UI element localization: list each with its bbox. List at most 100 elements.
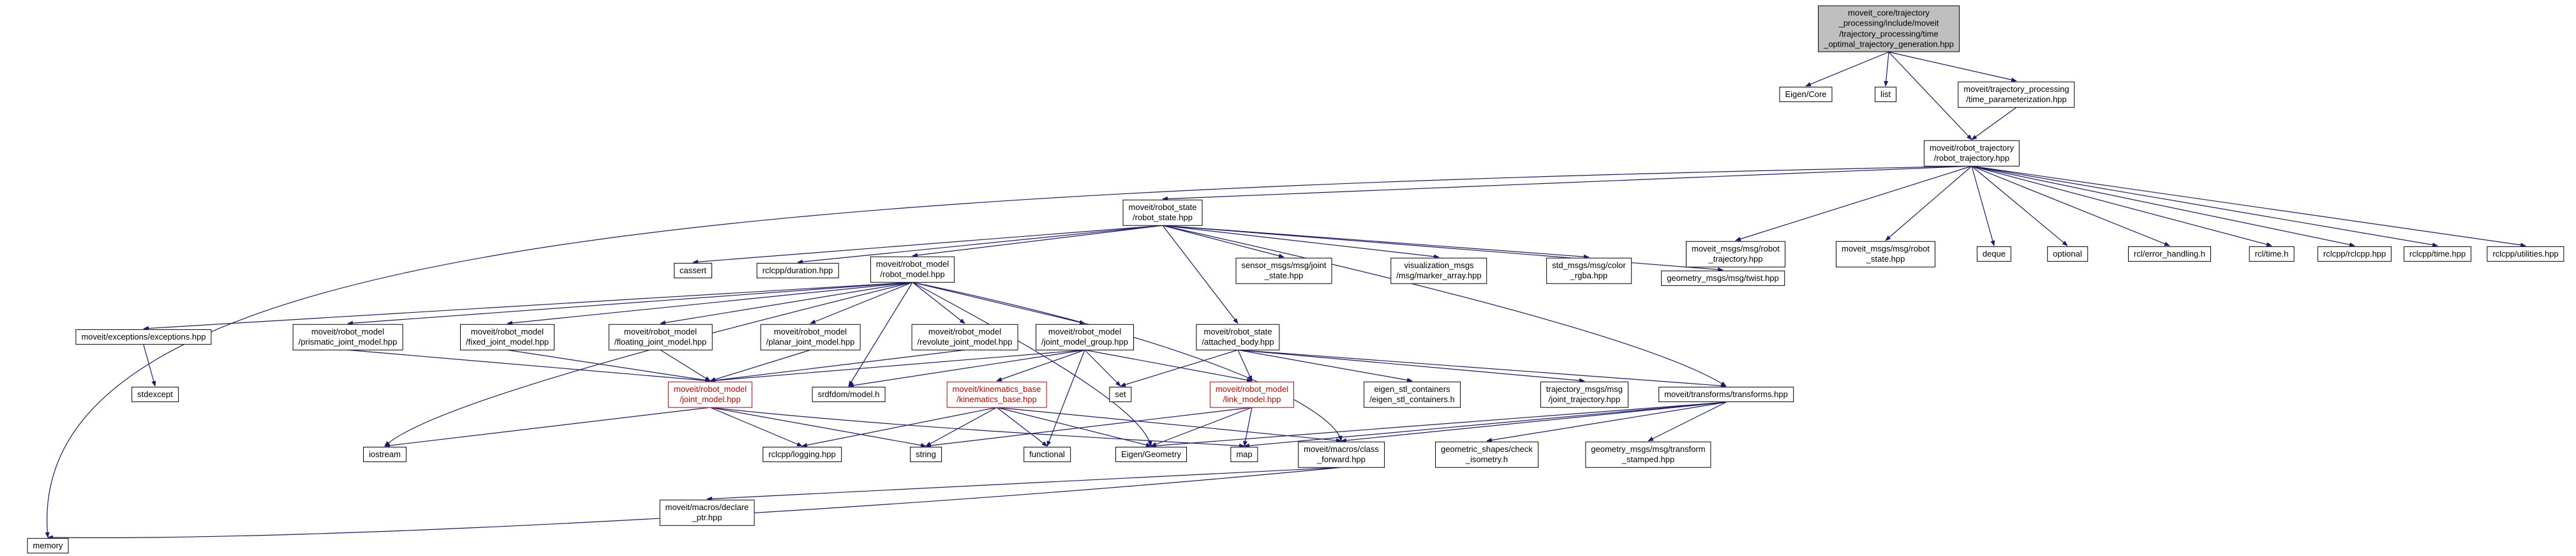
graph-node-label: rclcpp/time.hpp [2409, 248, 2466, 259]
include-edge-jmg-to-srdfdom [848, 349, 1085, 388]
graph-node-label: rclcpp/utilities.hpp [2492, 248, 2559, 259]
graph-node-robot_model[interactable]: moveit/robot_model/robot_model.hpp [870, 256, 955, 283]
include-edge-robot_trajectory-to-rclcpp_rclcpp [1971, 165, 2355, 247]
include-edge-robot_model-to-class_forward [912, 282, 1343, 442]
include-edge-jmg-to-functional [1046, 350, 1085, 447]
graph-node-revolute[interactable]: moveit/robot_model/revolute_joint_model.… [911, 324, 1018, 350]
include-edge-robot_state-to-sensor_joint [1162, 225, 1284, 259]
graph-node-label: /floating_joint_model.hpp [614, 337, 707, 347]
graph-node-label: set [1115, 389, 1126, 399]
include-edge-robot_model-to-floating [660, 282, 913, 325]
include-edge-transforms-to-check_isometry [1486, 402, 1727, 442]
graph-node-srdfdom: srdfdom/model.h [812, 386, 886, 403]
include-edge-transforms-to-class_forward [1341, 402, 1727, 443]
graph-node-kinematics_base[interactable]: moveit/kinematics_base/kinematics_base.h… [946, 381, 1047, 408]
include-edge-prismatic-to-joint_model [347, 349, 711, 383]
graph-node-label: moveit/robot_model [311, 326, 385, 336]
graph-node-iostream: iostream [363, 446, 406, 463]
include-edge-robot_trajectory-to-msgs_robot_state [1885, 165, 1972, 241]
graph-node-label: cassert [680, 265, 706, 275]
graph-node-rcl_time: rcl/time.h [2249, 246, 2295, 262]
graph-node-label: list [1880, 89, 1891, 99]
graph-node-label: _state.hpp [1866, 254, 1905, 264]
graph-node-stdexcept: stdexcept [131, 386, 179, 403]
include-edge-transforms-to-transform_stamped [1648, 402, 1727, 442]
graph-node-label: /trajectory_processing/time [1839, 29, 1939, 38]
include-edge-joint_model-to-string [710, 407, 927, 447]
graph-node-label: eigen_stl_containers [1374, 384, 1450, 394]
graph-node-label: /link_model.hpp [1223, 394, 1281, 404]
include-edge-class_forward-to-declare_ptr [706, 467, 1342, 501]
graph-node-label: moveit/robot_state [1128, 202, 1197, 212]
graph-node-time_param[interactable]: moveit/trajectory_processing/time_parame… [1958, 81, 2075, 108]
graph-node-fixed[interactable]: moveit/robot_model/fixed_joint_model.hpp [459, 324, 555, 350]
graph-node-prismatic[interactable]: moveit/robot_model/prismatic_joint_model… [292, 324, 403, 350]
include-edge-time_optimal-to-time_param [1888, 51, 2017, 82]
graph-node-std_rgba: std_msgs/msg/color_rgba.hpp [1546, 257, 1632, 284]
graph-node-robot_state[interactable]: moveit/robot_state/robot_state.hpp [1122, 199, 1203, 226]
graph-node-link_model[interactable]: moveit/robot_model/link_model.hpp [1209, 381, 1295, 408]
graph-node-jmg[interactable]: moveit/robot_model/joint_model_group.hpp [1036, 324, 1134, 350]
graph-node-label: /fixed_joint_model.hpp [465, 337, 549, 347]
graph-node-label: _isometry.h [1465, 455, 1508, 464]
graph-node-label: _processing/include/moveit [1838, 18, 1939, 28]
graph-node-label: srdfdom/model.h [817, 389, 880, 399]
graph-node-memory: memory [27, 537, 69, 554]
include-edge-fixed-to-joint_model [507, 349, 711, 383]
graph-node-label: _optimal_trajectory_generation.hpp [1824, 39, 1954, 49]
graph-node-label: deque [1982, 248, 2006, 259]
graph-node-label: moveit/robot_model [928, 326, 1002, 336]
include-edge-time_optimal-to-list [1884, 52, 1889, 87]
graph-node-label: /joint_model.hpp [680, 394, 741, 404]
include-edge-robot_model-to-revolute [912, 282, 965, 324]
include-edge-planar-to-joint_model [710, 349, 811, 382]
graph-node-eigen_stl: eigen_stl_containers/eigen_stl_container… [1364, 381, 1461, 408]
graph-node-deque: deque [1976, 246, 2012, 262]
graph-node-label: Eigen/Core [1785, 89, 1827, 99]
include-edge-link_model-to-map [1243, 407, 1253, 447]
graph-node-label: moveit/robot_model [875, 259, 949, 269]
graph-node-cassert: cassert [674, 262, 712, 279]
graph-node-exceptions[interactable]: moveit/exceptions/exceptions.hpp [75, 329, 212, 345]
include-edge-robot_trajectory-to-optional [1971, 165, 2068, 246]
graph-node-label: /time_parameterization.hpp [1966, 94, 2067, 104]
graph-node-list: list [1875, 86, 1896, 103]
graph-node-label: /eigen_stl_containers.h [1369, 394, 1455, 404]
graph-node-floating[interactable]: moveit/robot_model/floating_joint_model.… [608, 324, 713, 350]
graph-node-rclcpp_utilities: rclcpp/utilities.hpp [2487, 246, 2565, 262]
graph-node-label: _trajectory.hpp [1708, 254, 1763, 264]
graph-node-label: /joint_trajectory.hpp [1548, 394, 1621, 404]
graph-node-msgs_robot_state: moveit_msgs/msg/robot_state.hpp [1836, 241, 1935, 267]
include-edge-class_forward-to-memory [47, 467, 1342, 540]
graph-node-class_forward[interactable]: moveit/macros/class_forward.hpp [1298, 441, 1385, 468]
include-edge-robot_model-to-fixed [507, 282, 913, 326]
include-edge-robot_trajectory-to-robot_state [1162, 165, 1972, 201]
graph-node-joint_model[interactable]: moveit/robot_model/joint_model.hpp [667, 381, 753, 408]
graph-node-label: std_msgs/msg/color [1552, 260, 1626, 270]
graph-node-label: stdexcept [137, 389, 173, 399]
graph-node-label: moveit_core/trajectory [1848, 8, 1930, 18]
include-edge-robot_model-to-planar [810, 282, 913, 324]
include-edge-robot_trajectory-to-msgs_robot_traj [1735, 165, 1972, 241]
graph-node-declare_ptr[interactable]: moveit/macros/declare_ptr.hpp [659, 499, 755, 526]
graph-node-label: /joint_model_group.hpp [1041, 337, 1128, 347]
graph-node-planar[interactable]: moveit/robot_model/planar_joint_model.hp… [760, 324, 861, 350]
graph-node-attached_body[interactable]: moveit/robot_state/attached_body.hpp [1196, 324, 1280, 350]
include-edge-robot_model-to-prismatic [347, 282, 913, 326]
graph-node-string: string [910, 446, 942, 463]
graph-node-label: moveit/robot_model [470, 326, 544, 336]
graph-node-eigen_core: Eigen/Core [1779, 86, 1833, 103]
graph-node-label: map [1236, 449, 1253, 459]
include-edge-jmg-to-set [1084, 349, 1121, 387]
graph-node-robot_trajectory[interactable]: moveit/robot_trajectory/robot_trajectory… [1923, 140, 2020, 167]
include-edge-robot_model-to-iostream [384, 282, 913, 447]
graph-node-label: rclcpp/rclcpp.hpp [2323, 248, 2386, 259]
include-edge-robot_state-to-cassert [692, 225, 1163, 264]
include-edge-attached_body-to-transforms [1237, 349, 1727, 388]
graph-node-label: _rgba.hpp [1570, 271, 1608, 280]
include-edge-jmg-to-joint_model [710, 349, 1085, 383]
include-edge-robot_state-to-attached_body [1162, 225, 1239, 324]
graph-node-transforms[interactable]: moveit/transforms/transforms.hpp [1658, 386, 1794, 403]
graph-node-label: sensor_msgs/msg/joint [1241, 260, 1327, 270]
include-edge-robot_state-to-robot_model [912, 225, 1163, 258]
